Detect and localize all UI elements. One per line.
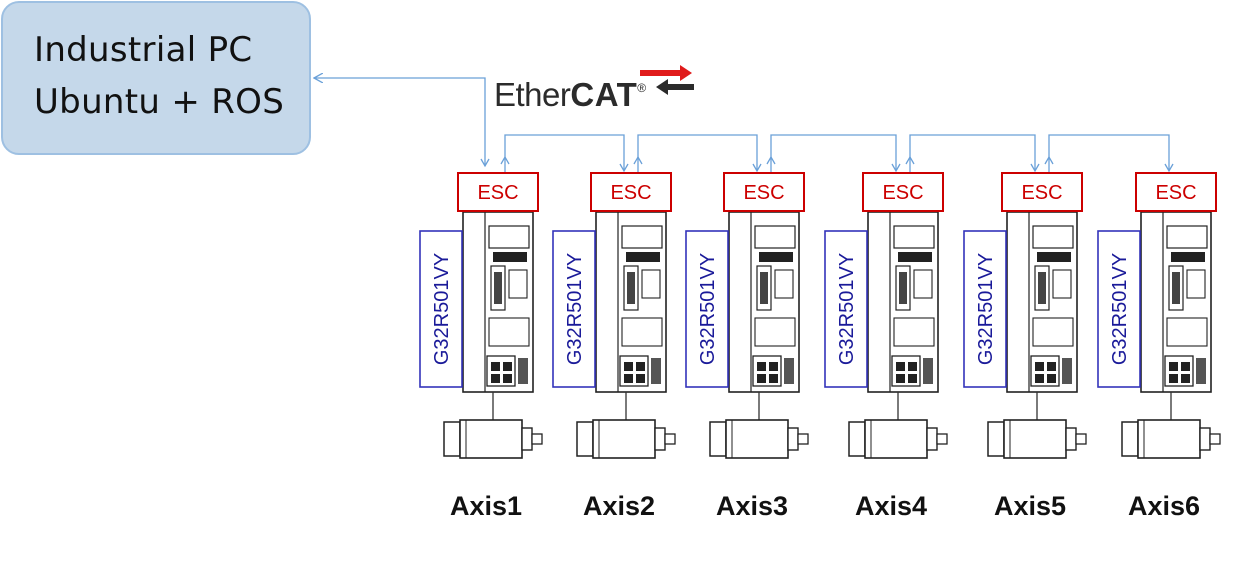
servo-motor-icon bbox=[709, 419, 809, 459]
servo-drive-icon bbox=[595, 211, 667, 393]
servo-motor-icon bbox=[443, 419, 543, 459]
driver-model-label: G32R501VY bbox=[975, 253, 997, 365]
esc-label: ESC bbox=[882, 182, 923, 204]
driver-model-label: G32R501VY bbox=[697, 253, 719, 365]
servo-drive-icon bbox=[1140, 211, 1212, 393]
esc-box bbox=[590, 172, 672, 212]
driver-model-box bbox=[1097, 230, 1141, 388]
esc-label: ESC bbox=[610, 182, 651, 204]
driver-model-label: G32R501VY bbox=[431, 253, 453, 365]
pc-os: Ubuntu + ROS bbox=[34, 82, 285, 122]
axis-unit: ESC G32R501VY Axis6 bbox=[1097, 172, 1221, 521]
pc-arrowhead bbox=[480, 158, 490, 168]
driver-model-box bbox=[685, 230, 729, 388]
esc-box bbox=[457, 172, 539, 212]
driver-model-box bbox=[552, 230, 596, 388]
chain-arrowhead bbox=[1044, 155, 1054, 165]
servo-motor-icon bbox=[987, 419, 1087, 459]
chain-arrowhead bbox=[619, 163, 629, 173]
servo-drive-icon bbox=[728, 211, 800, 393]
axis-label: Axis2 bbox=[583, 491, 655, 521]
ethercat-logo: EtherCAT® bbox=[494, 76, 646, 114]
ethercat-registered-mark: ® bbox=[637, 81, 646, 95]
axis-unit: ESC G32R501VY Axis4 bbox=[824, 172, 948, 521]
chain-link bbox=[1048, 134, 1170, 172]
driver-model-box bbox=[824, 230, 868, 388]
axis-unit: ESC G32R501VY Axis2 bbox=[552, 172, 676, 521]
esc-label: ESC bbox=[1155, 182, 1196, 204]
chain-arrowhead bbox=[500, 155, 510, 165]
esc-label: ESC bbox=[743, 182, 784, 204]
driver-model-box bbox=[419, 230, 463, 388]
servo-drive-icon bbox=[867, 211, 939, 393]
pc-link bbox=[314, 78, 486, 166]
chain-arrowhead bbox=[1030, 163, 1040, 173]
chain-arrowhead bbox=[633, 155, 643, 165]
chain-arrowhead bbox=[766, 155, 776, 165]
driver-model-label: G32R501VY bbox=[836, 253, 858, 365]
pc-title: Industrial PC bbox=[34, 30, 253, 70]
esc-box bbox=[1001, 172, 1083, 212]
axis-label: Axis1 bbox=[450, 491, 522, 521]
servo-drive-icon bbox=[1006, 211, 1078, 393]
axis-label: Axis4 bbox=[855, 491, 927, 521]
ethercat-logo-plain: Ether bbox=[494, 76, 571, 113]
servo-motor-icon bbox=[1121, 419, 1221, 459]
ethercat-arrows-icon bbox=[640, 65, 694, 95]
axis-label: Axis6 bbox=[1128, 491, 1200, 521]
industrial-pc-box bbox=[1, 1, 311, 155]
axis-unit: ESC G32R501VY Axis3 bbox=[685, 172, 809, 521]
chain-arrowhead bbox=[752, 163, 762, 173]
axis-unit: ESC G32R501VY Axis1 bbox=[419, 172, 543, 521]
ethercat-logo-bold: CAT bbox=[570, 76, 638, 113]
chain-arrowhead bbox=[1164, 163, 1174, 173]
driver-model-label: G32R501VY bbox=[1109, 253, 1131, 365]
esc-box bbox=[723, 172, 805, 212]
axis-label: Axis5 bbox=[994, 491, 1066, 521]
esc-box bbox=[1135, 172, 1217, 212]
chain-link bbox=[770, 134, 897, 172]
servo-motor-icon bbox=[848, 419, 948, 459]
esc-label: ESC bbox=[477, 182, 518, 204]
chain-arrowhead bbox=[891, 163, 901, 173]
chain-link bbox=[637, 134, 758, 172]
servo-drive-icon bbox=[462, 211, 534, 393]
axis-unit: ESC G32R501VY Axis5 bbox=[963, 172, 1087, 521]
esc-label: ESC bbox=[1021, 182, 1062, 204]
chain-link bbox=[909, 134, 1036, 172]
ethercat-chain-links bbox=[480, 134, 1174, 173]
esc-box bbox=[862, 172, 944, 212]
chain-link bbox=[504, 134, 625, 172]
axis-label: Axis3 bbox=[716, 491, 788, 521]
driver-model-box bbox=[963, 230, 1007, 388]
chain-arrowhead bbox=[905, 155, 915, 165]
axes-layer: ESC G32R501VY Axis1 ESC G32R501VY Axis2 ESC G32… bbox=[419, 172, 1221, 521]
servo-motor-icon bbox=[576, 419, 676, 459]
driver-model-label: G32R501VY bbox=[564, 253, 586, 365]
